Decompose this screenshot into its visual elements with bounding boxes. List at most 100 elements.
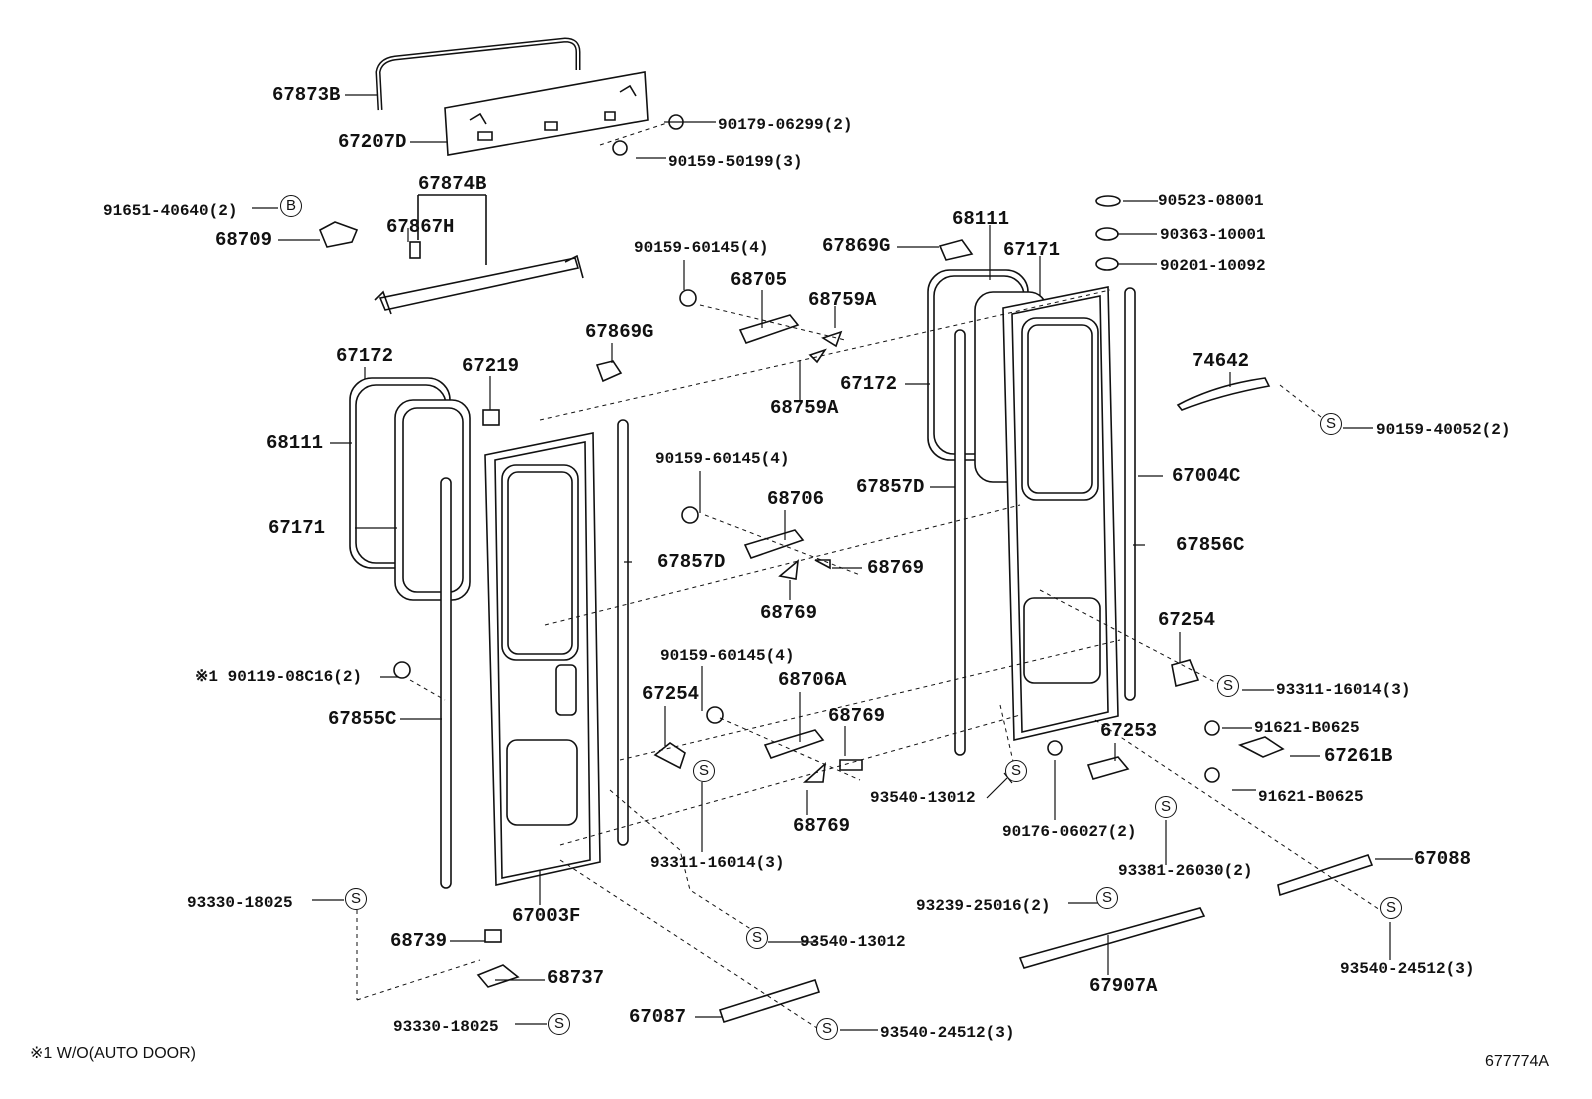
part-68737 [476, 964, 520, 988]
part-label: 90159-60145(4) [655, 450, 790, 468]
symbol-s-circle: S [816, 1018, 838, 1040]
part-67855C [440, 477, 452, 889]
part-67857D-left [617, 419, 629, 846]
part-label: 67907A [1089, 975, 1158, 997]
part-label: 90179-06299(2) [718, 116, 853, 134]
part-68739 [484, 929, 502, 943]
part-67869G-2 [595, 360, 623, 383]
symbol-s-circle: S [345, 888, 367, 910]
part-74642 [1176, 377, 1271, 411]
part-label: 68759A [808, 289, 877, 311]
part-label: 90159-60145(4) [660, 647, 795, 665]
part-label: 68737 [547, 967, 605, 989]
part-label: 67254 [642, 683, 700, 705]
part-67253 [1086, 756, 1130, 780]
part-label: 67087 [629, 1006, 687, 1028]
part-label: 90159-50199(3) [668, 153, 803, 171]
symbol-s-circle: S [1217, 675, 1239, 697]
part-label: 93540-24512(3) [1340, 960, 1475, 978]
part-label: 68705 [730, 269, 788, 291]
symbol-s-circle: S [693, 760, 715, 782]
part-label: 67873B [272, 84, 341, 106]
symbol-b-circle: B [280, 195, 302, 217]
part-label: 67172 [336, 345, 394, 367]
part-label: 67253 [1100, 720, 1158, 742]
part-label: 67171 [1003, 239, 1061, 261]
part-label: 90159-60145(4) [634, 239, 769, 257]
part-label: 74642 [1192, 350, 1250, 372]
part-label: 91621-B0625 [1254, 719, 1360, 737]
part-label: 67172 [840, 373, 898, 395]
part-label-footnoted: ※1 90119-08C16(2) [195, 668, 363, 686]
part-label: 67867H [386, 216, 455, 238]
part-label: 91621-B0625 [1258, 788, 1364, 806]
symbol-s-circle: S [1320, 413, 1342, 435]
part-90176-06027 [1047, 740, 1063, 756]
part-label: 93381-26030(2) [1118, 862, 1253, 880]
part-label: 93540-24512(3) [880, 1024, 1015, 1042]
part-label: 68769 [867, 557, 925, 579]
part-67867H [409, 241, 421, 259]
part-label: 93311-16014(3) [650, 854, 785, 872]
part-67907A [1018, 907, 1206, 969]
part-label: 68706 [767, 488, 825, 510]
part-90523-08001 [1095, 195, 1121, 207]
symbol-s-circle: S [1005, 760, 1027, 782]
part-label: 68111 [952, 208, 1010, 230]
part-67087 [718, 979, 821, 1023]
part-67219 [482, 409, 500, 426]
part-label: 90176-06027(2) [1002, 823, 1137, 841]
part-67254-left [653, 742, 686, 770]
part-label: 67856C [1176, 534, 1245, 556]
part-67869G [938, 239, 974, 261]
part-label: 93311-16014(3) [1276, 681, 1411, 699]
part-67857D-right [954, 329, 966, 756]
part-label: 67171 [268, 517, 326, 539]
part-label: 67219 [462, 355, 520, 377]
part-label: 93540-13012 [870, 789, 976, 807]
footnote: ※1 W/O(AUTO DOOR) [30, 1045, 196, 1062]
part-label: 68759A [770, 397, 839, 419]
symbol-s-circle: S [548, 1013, 570, 1035]
part-label: 67874B [418, 173, 487, 195]
part-label: 67003F [512, 905, 581, 927]
part-68709 [318, 221, 359, 248]
part-label: 67857D [657, 551, 726, 573]
part-label: 67869G [822, 235, 891, 257]
part-label: 67088 [1414, 848, 1472, 870]
part-67171-left [394, 399, 471, 601]
part-label: 68706A [778, 669, 847, 691]
part-label: 93540-13012 [800, 933, 906, 951]
part-68705 [738, 314, 843, 364]
part-label: 67254 [1158, 609, 1216, 631]
part-label: 67869G [585, 321, 654, 343]
part-label: 90523-08001 [1158, 192, 1264, 210]
part-label: 90159-40052(2) [1376, 421, 1511, 439]
part-label: 91651-40640(2) [103, 202, 238, 220]
part-label: 68769 [828, 705, 886, 727]
part-67254-right [1171, 659, 1200, 687]
part-67261B [1237, 736, 1285, 758]
part-67856C [1124, 287, 1136, 701]
symbol-s-circle: S [1380, 897, 1402, 919]
part-label: 68769 [760, 602, 818, 624]
part-label: 93330-18025 [393, 1018, 499, 1036]
part-label: 67004C [1172, 465, 1241, 487]
part-label: 67857D [856, 476, 925, 498]
symbol-s-circle: S [1155, 796, 1177, 818]
part-label: 68111 [266, 432, 324, 454]
diagram-id: 677774A [1485, 1053, 1550, 1070]
symbol-s-circle: S [1096, 887, 1118, 909]
part-label: 93239-25016(2) [916, 897, 1051, 915]
part-label: 90363-10001 [1160, 226, 1266, 244]
part-68706 [743, 529, 831, 580]
part-label: 67207D [338, 131, 407, 153]
part-label: 68709 [215, 229, 273, 251]
part-label: 68739 [390, 930, 448, 952]
part-label: 67261B [1324, 745, 1393, 767]
symbol-s-circle: S [746, 927, 768, 949]
part-label: 67855C [328, 708, 397, 730]
part-67207D [444, 71, 649, 156]
